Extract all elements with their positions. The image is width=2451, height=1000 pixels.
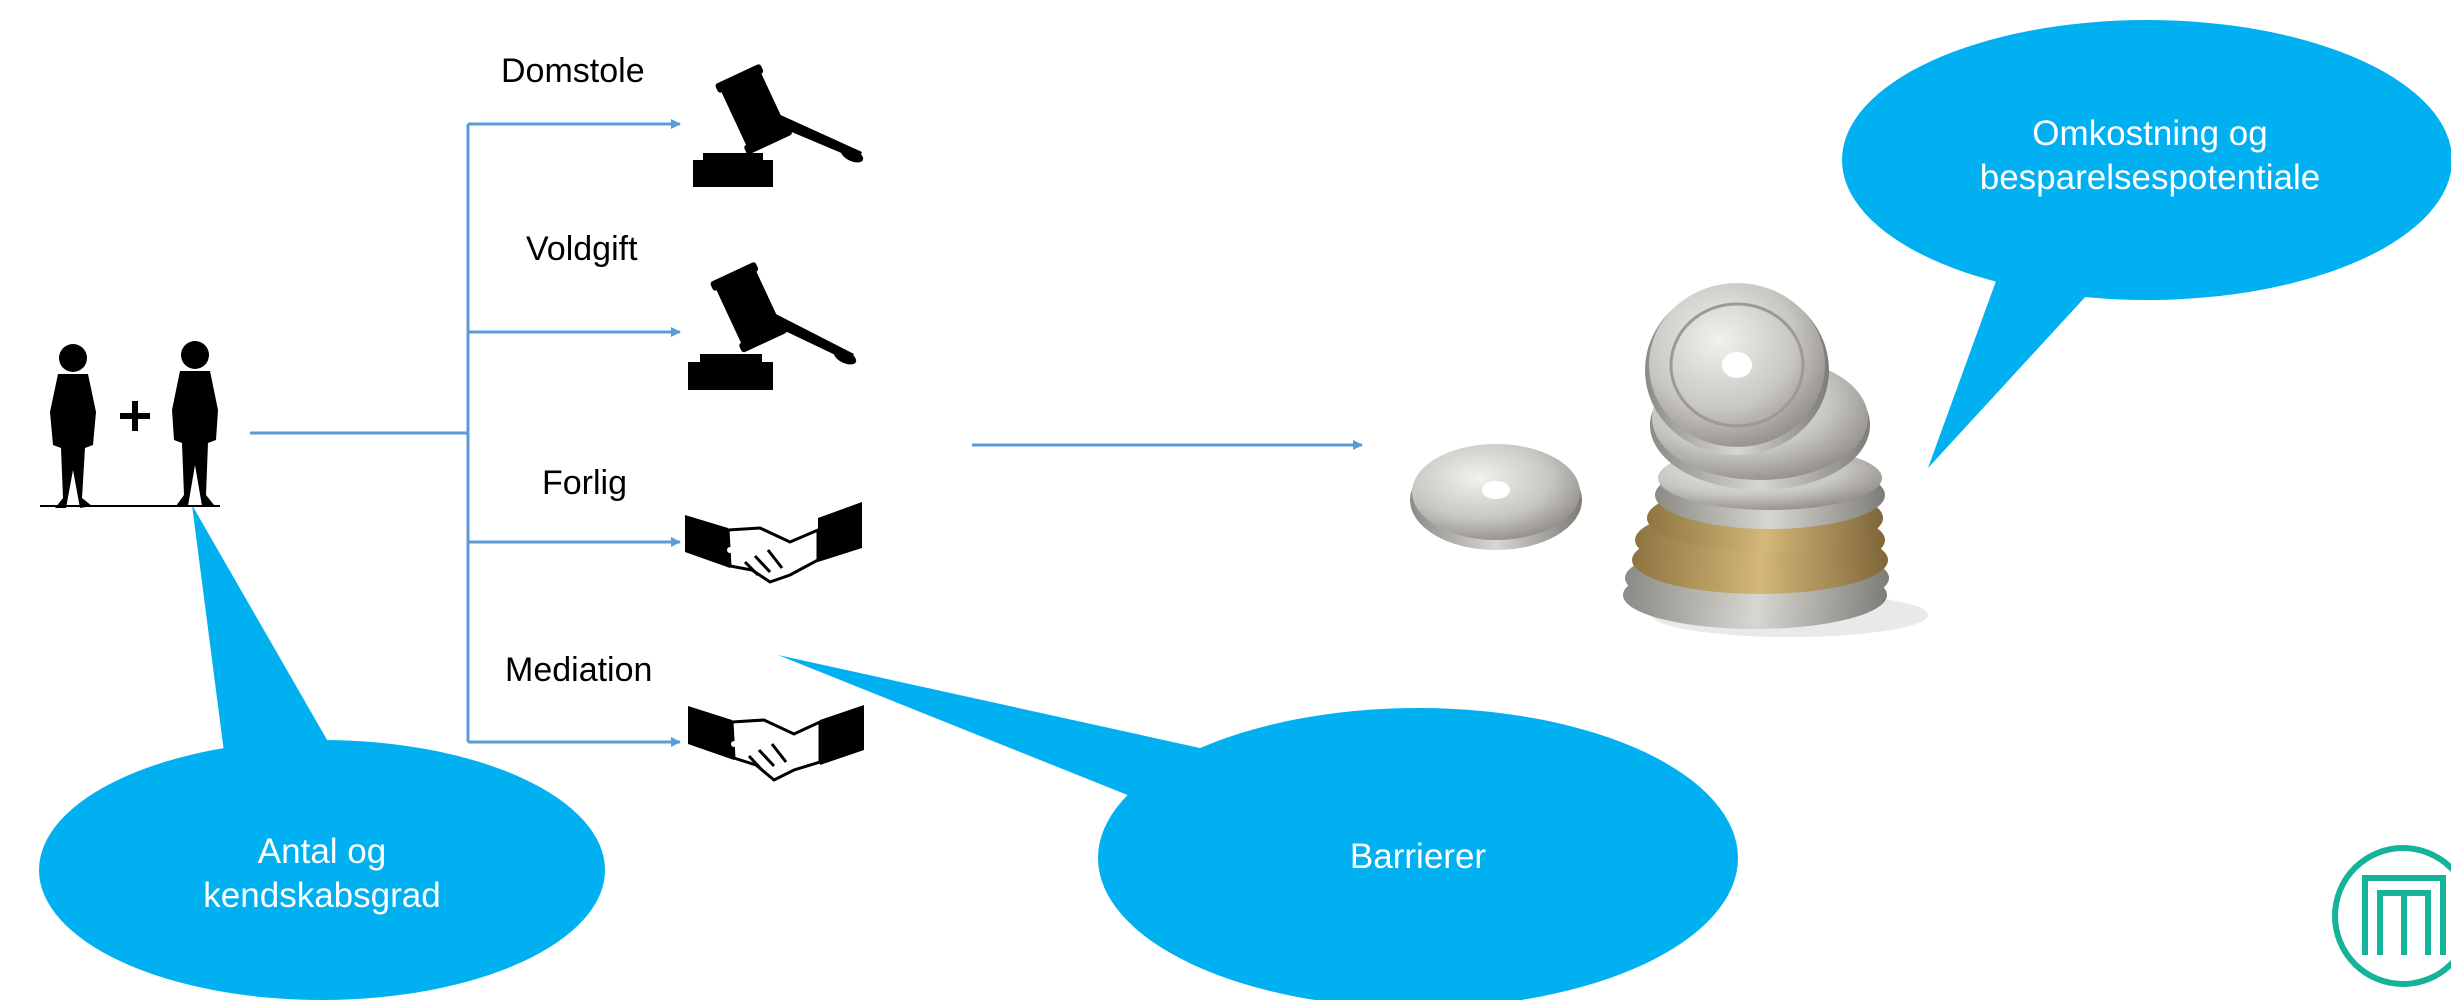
option-label-voldgift: Voldgift: [526, 230, 638, 268]
gavel-icon: [688, 262, 857, 390]
option-label-mediation: Mediation: [505, 651, 653, 689]
bubble-parties-text: Antal og kendskabsgrad: [72, 830, 572, 918]
bubble-parties-line1: Antal og: [257, 832, 387, 871]
bubble-barriers-text: Barrierer: [1349, 837, 1487, 876]
connector-lines: [250, 119, 1363, 747]
handshake-icon: [685, 502, 862, 584]
option-label-forlig: Forlig: [542, 464, 628, 502]
bubble-parties-line2: kendskabsgrad: [203, 876, 441, 915]
bubble-cost-line1: Omkostning og: [2032, 114, 2268, 153]
bubble-parties: [39, 505, 605, 1000]
handshake-icon: [688, 705, 864, 782]
bubble-cost: [1842, 20, 2451, 468]
bubble-cost-text: Omkostning og besparelsespotentiale: [1900, 112, 2400, 200]
option-label-domstole: Domstole: [501, 52, 645, 90]
people-icon: [40, 341, 220, 508]
bubble-cost-line2: besparelsespotentiale: [1979, 158, 2321, 197]
gavel-icon: [693, 64, 864, 187]
bubble-barriers: [778, 655, 1738, 1000]
logo-icon: [2332, 845, 2451, 987]
coins-image: [1410, 283, 1928, 637]
